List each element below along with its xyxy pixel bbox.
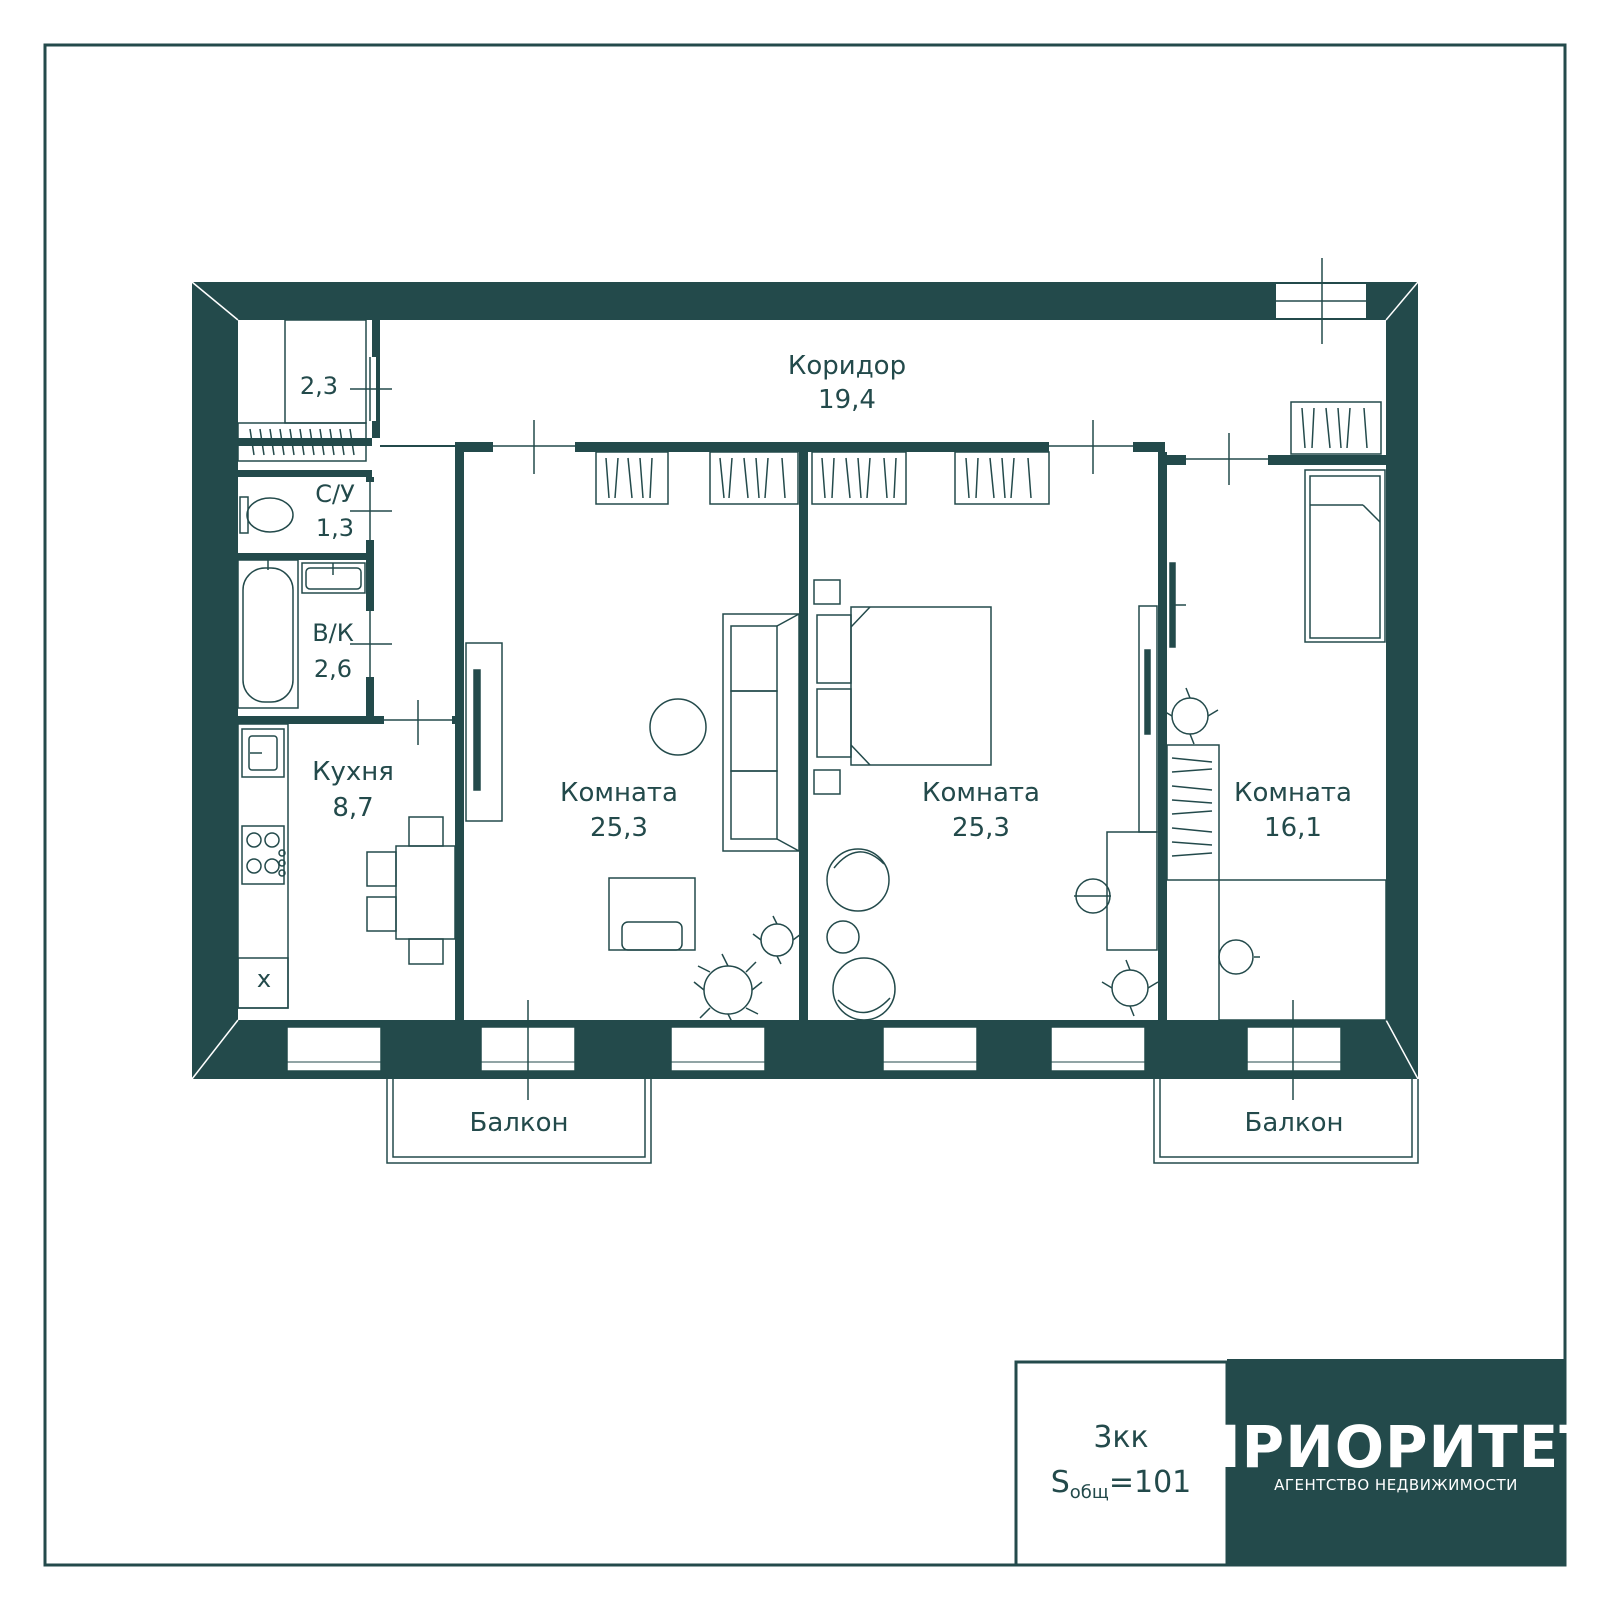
interior-walls	[238, 320, 1386, 1020]
area-subscript: общ	[1070, 1482, 1109, 1503]
kitchen-counter	[237, 723, 289, 1009]
door-swings	[350, 357, 1294, 1100]
wardrobe-hatch	[249, 407, 1368, 857]
outer-frame	[43, 43, 1567, 1567]
balcony-right-label: Балкон	[1245, 1108, 1344, 1138]
apartment-type-label: 3кк	[1093, 1420, 1148, 1455]
storage-area-label: 2,3	[300, 372, 338, 400]
desk-room3	[1218, 879, 1387, 1021]
room3-area-label: 16,1	[1264, 813, 1322, 843]
area-symbol: S	[1051, 1465, 1070, 1500]
stove-mark-label: x	[257, 965, 271, 993]
storage-shelf	[284, 319, 367, 424]
exterior-walls	[192, 282, 1418, 1079]
room2-area-label: 25,3	[952, 813, 1010, 843]
bottom-windows	[286, 1026, 1342, 1072]
desk-right-wall	[1074, 605, 1158, 951]
wc-name-label: С/У	[315, 480, 355, 508]
bath-sink	[301, 562, 366, 594]
wc-area-label: 1,3	[316, 514, 354, 542]
tv-stand	[465, 642, 503, 822]
coffee-table	[649, 698, 707, 756]
corridor-area-label: 19,4	[818, 385, 876, 415]
brand-box	[1227, 1359, 1565, 1565]
bathtub	[237, 558, 299, 709]
area-value: =101	[1109, 1465, 1191, 1500]
room1-area-label: 25,3	[590, 813, 648, 843]
brand-tagline: АГЕНТСТВО НЕДВИЖИМОСТИ	[1274, 1476, 1518, 1494]
plant-icon-2	[1101, 959, 1159, 1017]
bath-area-label: 2,6	[314, 655, 352, 683]
room2-name-label: Комната	[922, 778, 1040, 808]
kitchen-name-label: Кухня	[312, 757, 394, 787]
bath-name-label: В/К	[312, 619, 354, 647]
armchair	[608, 877, 696, 951]
sofa	[722, 613, 800, 852]
wardrobes	[237, 401, 1382, 881]
kitchen-table	[366, 816, 456, 965]
corridor-name-label: Коридор	[788, 351, 906, 381]
plant-icon	[693, 915, 802, 1027]
brand-logo-text: ПРИОРИТЕТ	[1192, 1413, 1600, 1481]
room3-name-label: Комната	[1234, 778, 1352, 808]
wall-monitor	[1169, 562, 1186, 648]
kitchen-area-label: 8,7	[332, 793, 373, 823]
total-area-label: Sобщ=101	[1051, 1465, 1192, 1503]
room1-name-label: Комната	[560, 778, 678, 808]
balcony-left-label: Балкон	[470, 1108, 569, 1138]
bed	[813, 579, 992, 795]
plant-icon-3	[1161, 687, 1219, 745]
toilet	[239, 496, 294, 534]
wall-chamfers	[191, 281, 1419, 1080]
lounge-chairs	[826, 848, 896, 1021]
balconies	[386, 1079, 1419, 1164]
single-bed	[1304, 469, 1386, 643]
